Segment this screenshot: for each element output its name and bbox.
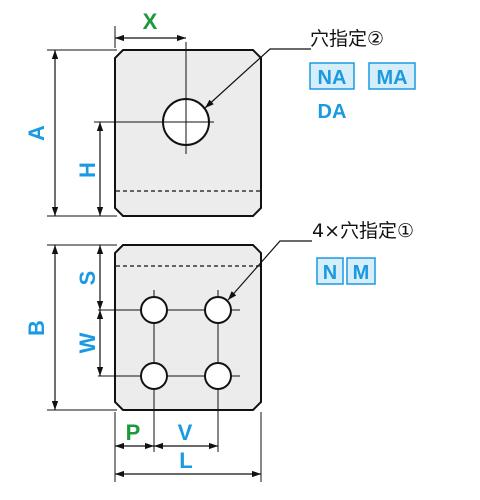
dimension-h: H bbox=[75, 121, 112, 216]
dimension-p-label: P bbox=[126, 420, 141, 445]
dimension-s: S bbox=[75, 245, 104, 310]
dimension-h-label: H bbox=[75, 162, 100, 178]
dimension-x-label: X bbox=[143, 9, 158, 34]
top-view bbox=[98, 42, 262, 217]
code-badge-ma: MA bbox=[368, 62, 416, 90]
code-badge-na: NA bbox=[309, 62, 355, 90]
dimension-p: P bbox=[114, 412, 154, 482]
bottom-hole-bottom-right bbox=[204, 362, 232, 390]
dimension-w: W bbox=[75, 310, 104, 376]
dimension-v: V bbox=[154, 420, 218, 450]
code-badge-na-label: NA bbox=[318, 67, 347, 89]
bottom-holes-callout: 4×穴指定① N M bbox=[227, 220, 414, 301]
dimension-a-label: A bbox=[24, 125, 49, 141]
dimension-v-label: V bbox=[178, 420, 193, 445]
dimension-s-label: S bbox=[75, 271, 100, 286]
code-badge-m: M bbox=[346, 257, 376, 285]
bottom-holes-spec-text: 4×穴指定① bbox=[312, 220, 414, 242]
code-badge-ma-label: MA bbox=[376, 67, 407, 89]
top-hole-spec-text: 穴指定② bbox=[310, 28, 384, 50]
dimension-l: L bbox=[115, 412, 262, 482]
dimension-a: A bbox=[24, 49, 117, 217]
dimension-b-label: B bbox=[24, 320, 49, 336]
dimension-w-label: W bbox=[75, 332, 100, 353]
top-hole-callout: 穴指定② NA MA DA bbox=[204, 28, 416, 123]
bottom-hole-top-right bbox=[204, 296, 232, 324]
bottom-hole-top-left bbox=[140, 296, 168, 324]
dimension-b: B bbox=[24, 244, 117, 411]
code-badge-n: N bbox=[316, 257, 344, 285]
code-da-label: DA bbox=[318, 101, 347, 123]
code-badge-m-label: M bbox=[353, 262, 370, 284]
dimension-l-label: L bbox=[179, 448, 192, 473]
code-badge-n-label: N bbox=[323, 262, 337, 284]
bottom-view bbox=[98, 244, 262, 452]
bottom-hole-bottom-left bbox=[140, 362, 168, 390]
bottom-plate bbox=[114, 244, 262, 411]
dimension-x: X bbox=[114, 9, 186, 48]
